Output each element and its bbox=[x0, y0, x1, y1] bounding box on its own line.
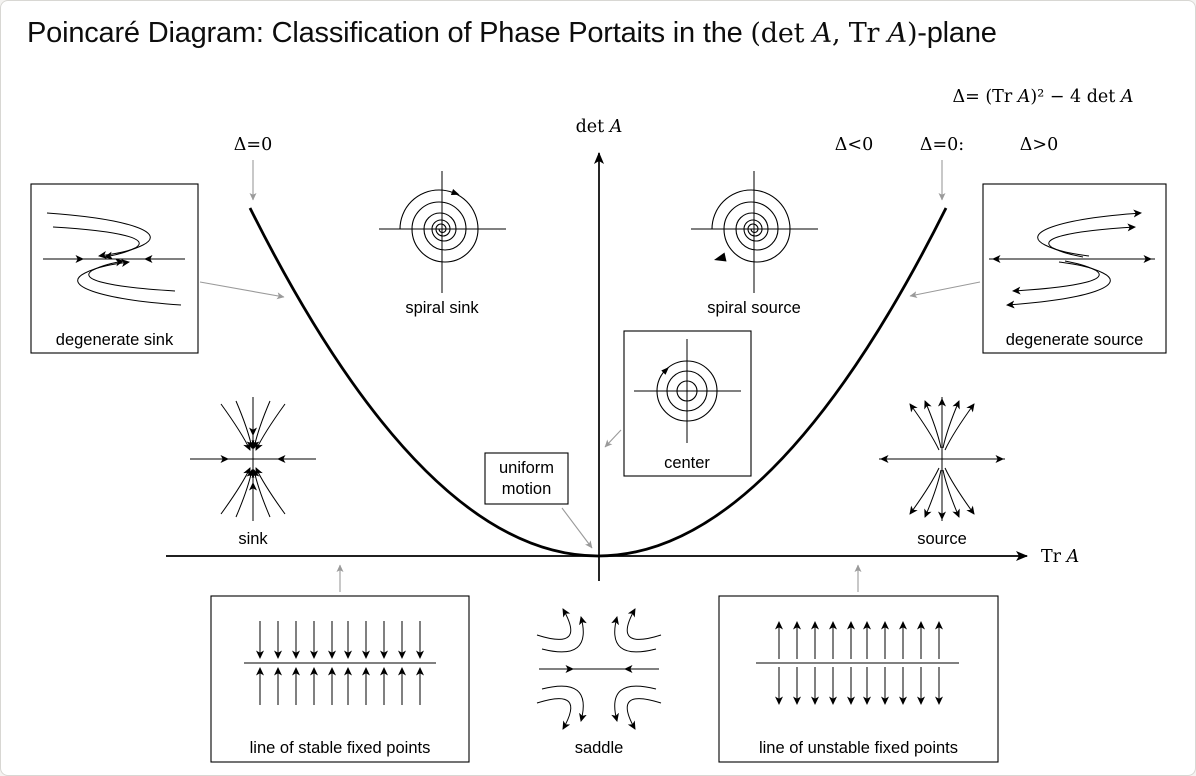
center-label: center bbox=[664, 454, 710, 472]
unstable-line-field-icon bbox=[756, 621, 959, 705]
parabola-curve bbox=[248, 207, 948, 558]
unstable-line-box bbox=[718, 595, 999, 763]
title-var: A bbox=[812, 18, 833, 49]
title-math-segment: , Tr bbox=[831, 18, 888, 49]
degenerate-sink-icon bbox=[43, 212, 185, 306]
stable-line-label: line of stable fixed points bbox=[250, 739, 431, 757]
delta-negative-label: Δ<0 bbox=[835, 135, 873, 155]
spiral-source-label: spiral source bbox=[707, 299, 801, 317]
delta-zero-right-label: Δ=0: bbox=[920, 135, 964, 155]
title-var: A bbox=[887, 18, 908, 49]
uniform-motion-box bbox=[484, 452, 569, 505]
delta-positive-label: Δ>0 bbox=[1020, 135, 1058, 155]
degenerate-sink-box bbox=[30, 183, 199, 354]
title-math-segment: (det bbox=[750, 18, 813, 49]
source-label: source bbox=[917, 530, 967, 548]
uniform-motion-pointer-arrow bbox=[561, 507, 593, 549]
spiral-sink-icon bbox=[379, 171, 506, 293]
source-node-icon bbox=[879, 397, 1005, 521]
center-pointer-arrow bbox=[604, 429, 622, 448]
uniform-motion-label-line2: motion bbox=[502, 480, 552, 498]
spiral-sink-label: spiral sink bbox=[405, 299, 479, 317]
center-portrait-icon bbox=[634, 339, 741, 443]
degenerate-source-box bbox=[982, 183, 1167, 354]
sink-label: sink bbox=[238, 530, 268, 548]
stable-line-field-icon bbox=[244, 621, 436, 705]
title-segment: -plane bbox=[917, 17, 997, 49]
degenerate-sink-label: degenerate sink bbox=[56, 331, 174, 349]
saddle-icon bbox=[536, 608, 662, 730]
uniform-motion-label-line1: uniform bbox=[499, 459, 554, 477]
title-segment: Poincaré Diagram: Classification of Phas… bbox=[27, 17, 751, 49]
spiral-source-icon bbox=[691, 171, 818, 293]
discriminant-formula: Δ= (Tr A)² − 4 det A bbox=[952, 87, 1133, 107]
stable-line-box bbox=[210, 595, 470, 763]
unstable-line-label: line of unstable fixed points bbox=[759, 739, 958, 757]
title-math-segment: ) bbox=[906, 18, 918, 49]
y-axis-label: det A bbox=[576, 117, 623, 137]
degenerate-source-icon bbox=[989, 209, 1155, 309]
degenerate-source-pointer-arrow bbox=[909, 281, 981, 299]
degenerate-sink-pointer-arrow bbox=[199, 281, 285, 300]
sink-node-icon bbox=[190, 397, 316, 521]
diagram-title: Poincaré Diagram: Classification of Phas… bbox=[27, 17, 997, 50]
saddle-label: saddle bbox=[575, 739, 624, 757]
x-axis-label: Tr A bbox=[1041, 547, 1079, 567]
delta-zero-left-label: Δ=0 bbox=[234, 135, 272, 155]
degenerate-source-label: degenerate source bbox=[1006, 331, 1144, 349]
